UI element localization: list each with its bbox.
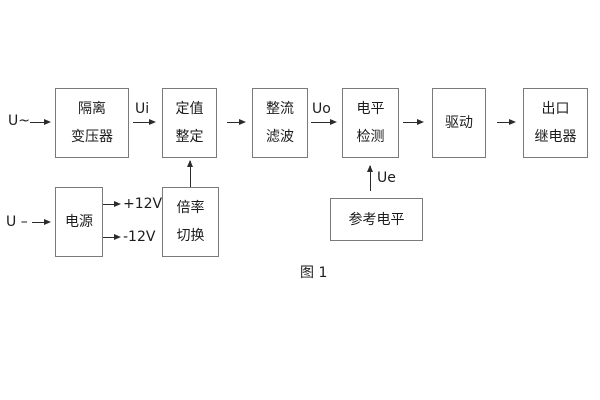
block-ratio-switch-line2: 切换	[176, 228, 205, 244]
arrow-ac-input	[30, 119, 51, 125]
block-rectifier-filter: 整流 滤波	[252, 88, 308, 158]
block-setpoint-adjust-line1: 定值	[175, 101, 204, 117]
block-rectifier-filter-line1: 整流	[266, 101, 294, 117]
block-reference-level-line1: 参考电平	[348, 211, 405, 228]
block-output-relay-line1: 出口	[541, 101, 570, 117]
block-level-detector-line2: 检测	[356, 129, 385, 145]
block-output-relay-line2: 继电器	[534, 129, 577, 145]
arrow-setpoint-to-rectifier	[227, 119, 246, 125]
arrow-power-positive	[103, 201, 121, 207]
signal-label-ue: Ue	[377, 170, 396, 186]
block-isolation-transformer-line2: 变压器	[71, 129, 113, 145]
arrow-detector-to-driver	[403, 119, 424, 125]
block-power-supply-line1: 电源	[65, 214, 93, 230]
arrow-ui	[133, 119, 156, 125]
input-dc-label: U –	[6, 214, 28, 230]
input-ac-label: U~	[8, 113, 30, 129]
block-ratio-switch-line1: 倍率	[176, 200, 205, 216]
block-ratio-switch: 倍率 切换	[162, 187, 219, 257]
arrow-uo	[311, 119, 337, 125]
block-rectifier-filter-line2: 滤波	[266, 129, 294, 145]
block-output-relay: 出口 继电器	[523, 88, 588, 158]
block-power-supply: 电源	[55, 187, 103, 257]
arrow-ratio-to-setpoint	[187, 160, 193, 187]
block-reference-level: 参考电平	[330, 198, 423, 241]
signal-label-uo: Uo	[312, 101, 331, 117]
block-level-detector-line1: 电平	[356, 101, 385, 117]
figure-caption: 图 1	[300, 265, 328, 281]
signal-label-ui: Ui	[135, 101, 150, 117]
arrow-driver-to-relay	[497, 119, 516, 125]
block-isolation-transformer: 隔离 变压器	[55, 88, 129, 158]
block-driver: 驱动	[432, 88, 486, 158]
power-rail-negative-label: -12V	[123, 229, 156, 245]
arrow-power-negative	[103, 234, 121, 240]
block-driver-line1: 驱动	[445, 115, 473, 131]
block-isolation-transformer-line1: 隔离	[78, 101, 106, 117]
block-setpoint-adjust-line2: 整定	[175, 129, 204, 145]
block-setpoint-adjust: 定值 整定	[162, 88, 217, 158]
block-level-detector: 电平 检测	[342, 88, 399, 158]
arrow-ue	[367, 165, 373, 191]
arrow-dc-input	[32, 219, 51, 225]
power-rail-positive-label: +12V	[123, 196, 163, 212]
